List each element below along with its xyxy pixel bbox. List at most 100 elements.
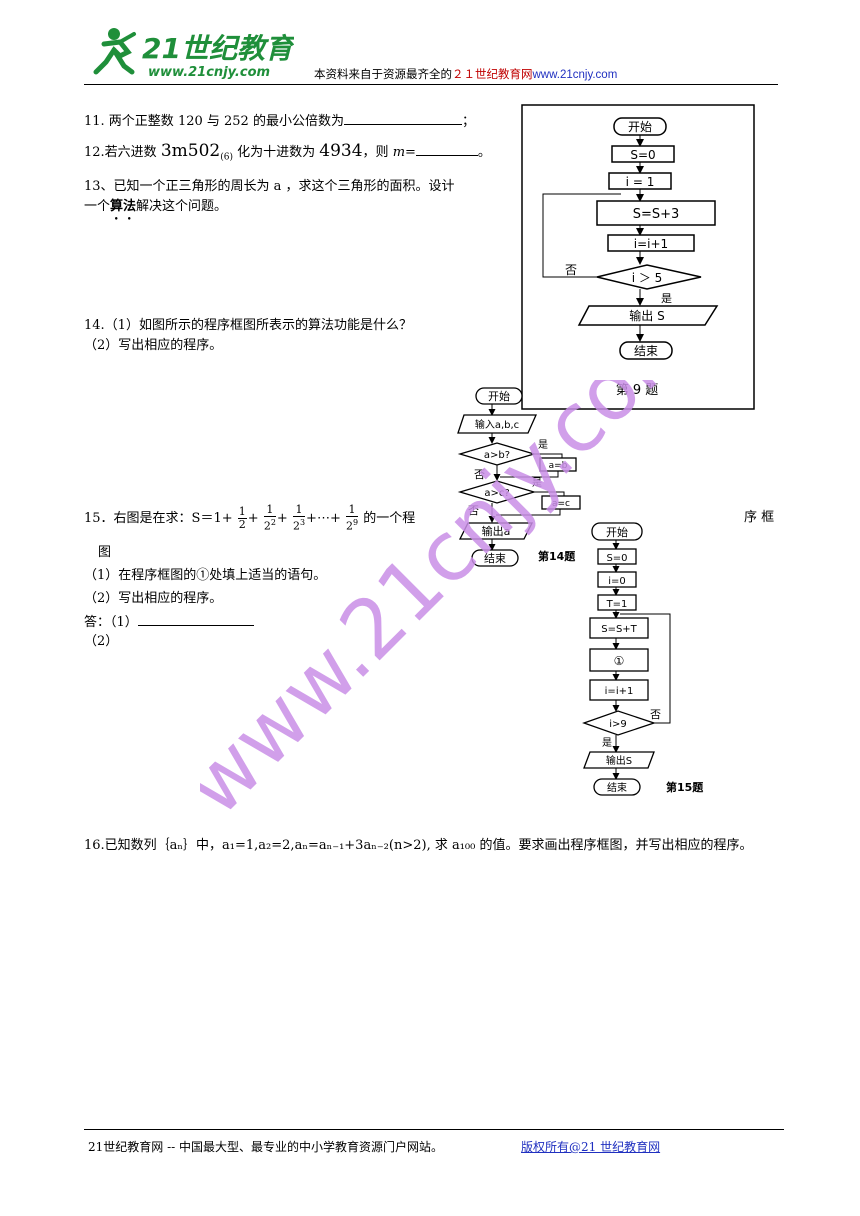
q14-line2: （2）写出相应的程序。: [84, 338, 223, 353]
source-prefix: 本资料来自于资源最齐全的: [314, 67, 452, 81]
source-url[interactable]: www.21cnjy.com: [532, 69, 618, 81]
f15-t1: [597, 594, 637, 611]
question-13: 13、已知一个正三角形的周长为 a ，求这个三角形的面积。设计 一个算法解决这个…: [84, 177, 455, 223]
f14-input-label: 输入a,b,c: [475, 418, 519, 431]
q12-value: 4934: [319, 141, 363, 161]
header-logo: 21世纪教育 www.21cnjy.com: [84, 22, 298, 84]
f14-cond2-label: a>c?: [484, 488, 509, 499]
f14-cond1-label: a>b?: [484, 450, 510, 461]
question-16: 16.已知数列｛aₙ｝中，a₁=1,a₂=2,aₙ=aₙ₋₁+3aₙ₋₂(n>2…: [84, 838, 753, 853]
f9-i1-label: i = 1: [626, 175, 655, 189]
f15-blank-label: ①: [614, 654, 625, 668]
logo-url: www.21cnjy.com: [148, 65, 270, 80]
f9-step: [596, 200, 716, 226]
f15-i0-label: i=0: [608, 576, 626, 587]
f9-s0-label: S=0: [630, 148, 655, 162]
q11-answer-blank[interactable]: [343, 110, 462, 125]
q15-sub2: （2）写出相应的程序。: [84, 591, 223, 606]
footer-copyright-link[interactable]: 版权所有@21 世纪教育网: [521, 1140, 661, 1154]
f15-blank-step: [589, 648, 649, 672]
f15-start-label: 开始: [606, 525, 628, 539]
f15-out: [583, 751, 655, 769]
f9-end: [619, 341, 673, 360]
f14-end-label: 结束: [484, 552, 506, 565]
f9-inc: [607, 234, 695, 252]
source-site: ２１世纪教育网: [452, 67, 533, 81]
flowchart-15-svg: 开始 S=0 i=0 T=1 S=S+T ① i=i+1 i>9 否 是 输出S…: [582, 522, 704, 796]
q15-sub1: （1）在程序框图的①处填上适当的语句。: [84, 568, 327, 583]
flowchart-9: 开始 S=0 i = 1 S=S+3 i=i+1 i ＞ 5 否 是 输出 S …: [521, 104, 757, 414]
f15-cond-label: i>9: [609, 719, 627, 730]
f9-start-label: 开始: [628, 120, 652, 134]
footer-divider: [84, 1129, 784, 1130]
header-source: 本资料来自于资源最齐全的２１世纪教育网www.21cnjy.com: [314, 66, 617, 82]
q13-bold: 算法: [110, 199, 137, 214]
q12-base: (6): [220, 152, 233, 163]
q12-answer-blank[interactable]: [415, 141, 478, 156]
f14-end: [471, 549, 519, 567]
f14-caption: 第14题: [538, 549, 576, 563]
q15-answer-2: （2）: [84, 634, 119, 649]
question-11: 11. 两个正整数 120 与 252 的最小公倍数为 ；: [84, 110, 475, 132]
f15-sum-label: S=S+T: [601, 624, 637, 635]
f9-cond-label: i ＞ 5: [632, 271, 663, 285]
f9-cond: [596, 264, 702, 290]
q15-answer-blank[interactable]: [137, 611, 254, 626]
q15-right-fragment: 序 框: [744, 510, 775, 525]
runner-logo-icon: 21世纪教育 www.21cnjy.com: [93, 28, 298, 80]
q11-end: ；: [461, 114, 475, 129]
f15-out-label: 输出S: [606, 754, 632, 767]
f15-yes-label: 是: [602, 737, 612, 749]
f14-yes2-label: 是: [532, 477, 542, 489]
q13-line2: 一个算法解决这个问题。: [84, 199, 228, 214]
q15-wrap: 图: [98, 545, 112, 560]
f15-sum: [589, 617, 649, 639]
flowchart-14: 开始 输入a,b,c a>b? 是 a=b 否 a>c? 是 a=c 否 输出a…: [452, 382, 602, 576]
f14-assign1-label: a=b: [549, 461, 568, 471]
f15-s0: [597, 548, 637, 565]
f15-s0-label: S=0: [606, 553, 627, 564]
footer-left: 21世纪教育网 -- 中国最大型、最专业的中小学教育资源门户网站。: [88, 1140, 444, 1154]
f14-no1-label: 否: [474, 468, 485, 481]
f14-out: [458, 522, 534, 540]
q12-number: 3m502: [160, 141, 221, 161]
f9-step-label: S=S+3: [633, 207, 680, 222]
f14-start: [475, 387, 523, 405]
q15-prefix: 15．右图是在求：S＝1+: [84, 510, 233, 526]
flowchart-15: 开始 S=0 i=0 T=1 S=S+T ① i=i+1 i>9 否 是 输出S…: [578, 520, 718, 808]
f9-yes-label: 是: [661, 292, 672, 305]
q15-answer-1: 答：（1）: [84, 611, 254, 633]
q11-text: 11. 两个正整数 120 与 252 的最小公倍数为: [84, 114, 344, 129]
q12-middle: 化为十进数为: [237, 145, 316, 160]
f14-no2-label: 否: [468, 504, 479, 517]
question-12: 12.若六进数 3m502(6) 化为十进数为 4934，则 m= 。: [84, 141, 491, 168]
q12-suffix: ，则: [362, 145, 389, 160]
f14-out-label: 输出a: [482, 524, 511, 538]
f9-no-label: 否: [565, 263, 577, 277]
f14-assign2-label: a=c: [552, 499, 570, 509]
q14-line1: 14.（1）如图所示的程序框图所表示的算法功能是什么？: [84, 318, 412, 333]
q12-end: 。: [477, 145, 491, 160]
flowchart-9-svg: 开始 S=0 i = 1 S=S+3 i=i+1 i ＞ 5 否 是 输出 S …: [521, 104, 755, 410]
f9-caption: 第 9 题: [616, 383, 659, 398]
f15-start: [591, 522, 643, 541]
f15-caption: 第15题: [666, 780, 704, 794]
f15-inc: [589, 679, 649, 701]
f9-inc-label: i=i+1: [634, 237, 668, 251]
f15-end: [593, 778, 641, 796]
q12-prefix: 12.若六进数: [84, 145, 157, 160]
f15-i0: [597, 571, 637, 588]
q13-line1: 13、已知一个正三角形的周长为 a ，求这个三角形的面积。设计: [84, 179, 455, 194]
f15-no-label: 否: [650, 708, 661, 721]
q12-eq: =: [405, 145, 416, 160]
f15-inc-label: i=i+1: [605, 686, 634, 697]
f14-assign2: [541, 495, 581, 510]
q12-var: m: [392, 145, 406, 160]
q15-tail: 的一个程: [363, 510, 416, 526]
f9-out-label: 输出 S: [629, 308, 664, 323]
